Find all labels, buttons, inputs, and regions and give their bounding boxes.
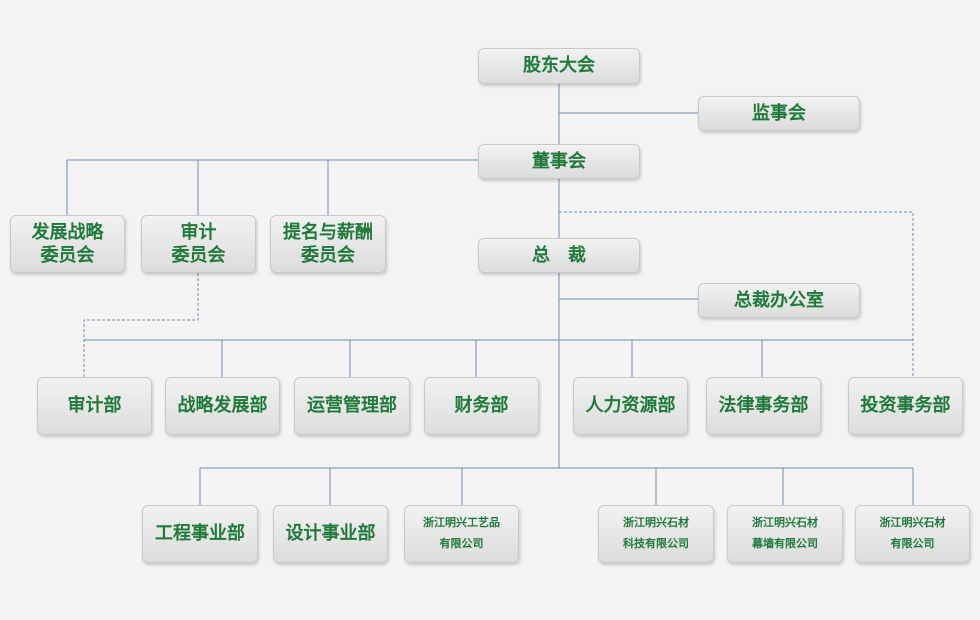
president-office-box: 总裁办公室 xyxy=(698,283,860,318)
investment-dept-label: 投资事务部 xyxy=(860,395,951,417)
operations-dept-label: 运营管理部 xyxy=(307,395,397,417)
stone-tech-subsidiary-box: 浙江明兴石材 科技有限公司 xyxy=(598,505,714,563)
president-office-label: 总裁办公室 xyxy=(734,289,824,311)
audit-committee-label-line1: 审计 xyxy=(180,221,217,243)
strategy-committee-box: 发展战略 委员会 xyxy=(10,215,125,273)
board-of-directors-label: 董事会 xyxy=(532,150,586,172)
finance-dept-box: 财务部 xyxy=(424,377,539,435)
hr-dept-label: 人力资源部 xyxy=(585,395,676,417)
president-box: 总 裁 xyxy=(478,238,640,273)
audit-dept-label: 审计部 xyxy=(67,395,122,417)
stone-tech-subsidiary-label-line2: 科技有限公司 xyxy=(623,537,689,550)
crafts-subsidiary-label-line2: 有限公司 xyxy=(439,537,484,550)
nomination-committee-label-line2: 委员会 xyxy=(301,245,355,266)
crafts-subsidiary-box: 浙江明兴工艺品 有限公司 xyxy=(404,505,519,563)
stone-subsidiary-box: 浙江明兴石材 有限公司 xyxy=(855,505,970,563)
nomination-committee-box: 提名与薪酬 委员会 xyxy=(270,215,386,273)
stone-subsidiary-label-line1: 浙江明兴石材 xyxy=(879,516,946,530)
design-division-label: 设计事业部 xyxy=(285,523,376,545)
nomination-committee-label-line1: 提名与薪酬 xyxy=(283,221,373,243)
board-of-directors-box: 董事会 xyxy=(478,144,640,179)
engineering-division-box: 工程事业部 xyxy=(142,505,258,563)
investment-dept-box: 投资事务部 xyxy=(848,377,963,435)
audit-committee-box: 审计 委员会 xyxy=(141,215,256,273)
stone-tech-subsidiary-label-line1: 浙江明兴石材 xyxy=(623,516,689,530)
president-label: 总 裁 xyxy=(532,244,586,266)
curtain-wall-subsidiary-label-line2: 幕墙有限公司 xyxy=(752,537,818,550)
audit-committee-label-line2: 委员会 xyxy=(171,245,226,266)
engineering-division-label: 工程事业部 xyxy=(155,523,245,545)
audit-dept-box: 审计部 xyxy=(37,377,152,435)
strategy-committee-label-line2: 委员会 xyxy=(40,245,95,266)
curtain-wall-subsidiary-label-line1: 浙江明兴石材 xyxy=(752,516,818,530)
stone-subsidiary-label-line2: 有限公司 xyxy=(890,537,935,550)
finance-dept-label: 财务部 xyxy=(454,395,509,417)
supervisory-board-label: 监事会 xyxy=(752,102,806,124)
connector-board-investment-dashed xyxy=(559,211,914,377)
legal-dept-label: 法律事务部 xyxy=(718,395,809,417)
strategy-dept-label: 战略发展部 xyxy=(177,395,268,417)
connector-audit-committee-dept-dashed xyxy=(83,273,199,377)
hr-dept-box: 人力资源部 xyxy=(573,377,688,435)
legal-dept-box: 法律事务部 xyxy=(706,377,821,435)
strategy-dept-box: 战略发展部 xyxy=(165,377,280,435)
strategy-committee-label-line1: 发展战略 xyxy=(31,221,104,243)
design-division-box: 设计事业部 xyxy=(273,505,388,563)
operations-dept-box: 运营管理部 xyxy=(294,377,410,435)
shareholders-meeting-label: 股东大会 xyxy=(523,55,595,77)
crafts-subsidiary-label-line1: 浙江明兴工艺品 xyxy=(423,516,500,530)
shareholders-meeting-box: 股东大会 xyxy=(478,48,640,84)
supervisory-board-box: 监事会 xyxy=(698,96,860,131)
curtain-wall-subsidiary-box: 浙江明兴石材 幕墙有限公司 xyxy=(727,505,843,563)
